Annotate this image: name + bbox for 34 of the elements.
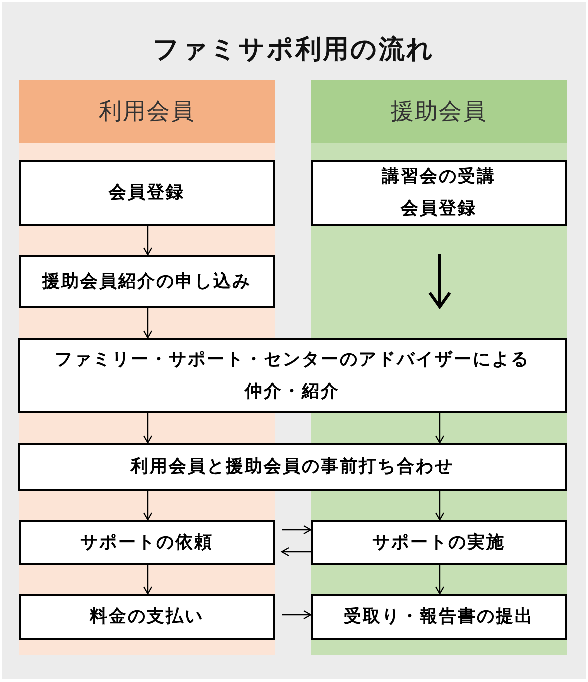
box-label: 料金の支払い: [90, 606, 204, 629]
box-label: 援助会員紹介の申し込み: [42, 270, 252, 294]
diagram-title: ファミサポ利用の流れ: [153, 34, 435, 67]
arrow: [282, 610, 312, 620]
arrow: [143, 491, 153, 521]
box-label: 講習会の受講: [382, 166, 496, 189]
process-box: [311, 160, 567, 226]
box-label: ファミリー・サポート・センターのアドバイザーによる仲介・紹介: [54, 348, 531, 404]
arrow: [435, 565, 445, 595]
arrow: [435, 413, 445, 444]
arrow: [282, 525, 312, 535]
box-label: サポートの依頼: [80, 532, 214, 554]
process-box: [311, 520, 567, 565]
arrow: [143, 413, 153, 444]
process-box: [18, 443, 567, 491]
box-label: 会員登録: [401, 198, 477, 221]
process-box: [18, 338, 567, 413]
process-box: [19, 255, 275, 308]
box-label: 利用会員と援助会員の事前打ち合わせ: [131, 456, 454, 479]
box-label: 受取り・報告書の提出: [344, 606, 534, 629]
process-box: [19, 594, 275, 640]
arrow: [281, 547, 311, 557]
process-box: [311, 594, 567, 640]
arrow: [143, 565, 153, 595]
lane-title: 利用会員: [99, 98, 195, 126]
process-box: [19, 160, 275, 226]
arrow: [428, 254, 452, 308]
arrow: [143, 226, 153, 256]
process-box: [19, 520, 275, 565]
arrow: [435, 491, 445, 521]
lane-title: 援助会員: [391, 98, 487, 126]
arrow: [143, 308, 153, 339]
box-label: サポートの実施: [372, 532, 506, 554]
box-label: 会員登録: [109, 182, 185, 205]
